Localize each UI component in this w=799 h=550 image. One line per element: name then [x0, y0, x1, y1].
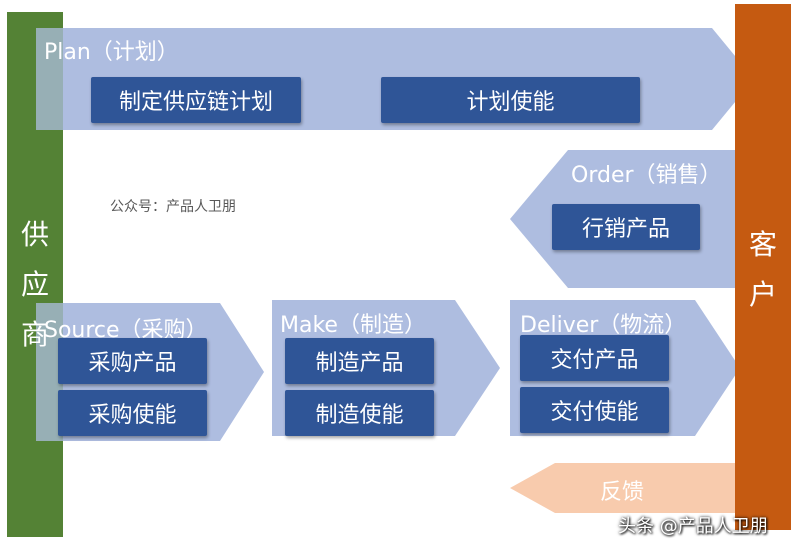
deliver-title: Deliver（物流）: [520, 313, 687, 338]
plan-title: Plan（计划）: [44, 40, 179, 65]
plan-box-plan-enable: 计划使能: [381, 77, 640, 123]
customer-label: 客户: [748, 228, 777, 311]
make-title: Make（制造）: [280, 313, 426, 338]
deliver-box-deliver-enable: 交付使能: [520, 387, 669, 433]
customer-bar: [735, 4, 791, 530]
make-box-manufacture-enable: 制造使能: [285, 390, 434, 436]
order-title: Order（销售）: [571, 163, 722, 188]
footer-watermark: 头条 @产品人卫朋: [618, 516, 768, 537]
plan-arrow-overlay: [36, 28, 63, 130]
deliver-box-deliver-product: 交付产品: [520, 335, 669, 381]
order-box-market-product: 行销产品: [552, 204, 700, 250]
supplier-label: 供应商: [20, 218, 49, 351]
feedback-label: 反馈: [600, 480, 645, 505]
source-arrow-overlay: [36, 303, 63, 441]
make-box-manufacture-product: 制造产品: [285, 338, 434, 384]
watermark-text: 公众号：产品人卫朋: [110, 199, 236, 215]
feedback-arrow: [510, 463, 738, 513]
source-box-purchase-product: 采购产品: [58, 338, 207, 384]
source-box-purchase-enable: 采购使能: [58, 390, 207, 436]
plan-box-supply-chain-plan: 制定供应链计划: [91, 77, 301, 123]
